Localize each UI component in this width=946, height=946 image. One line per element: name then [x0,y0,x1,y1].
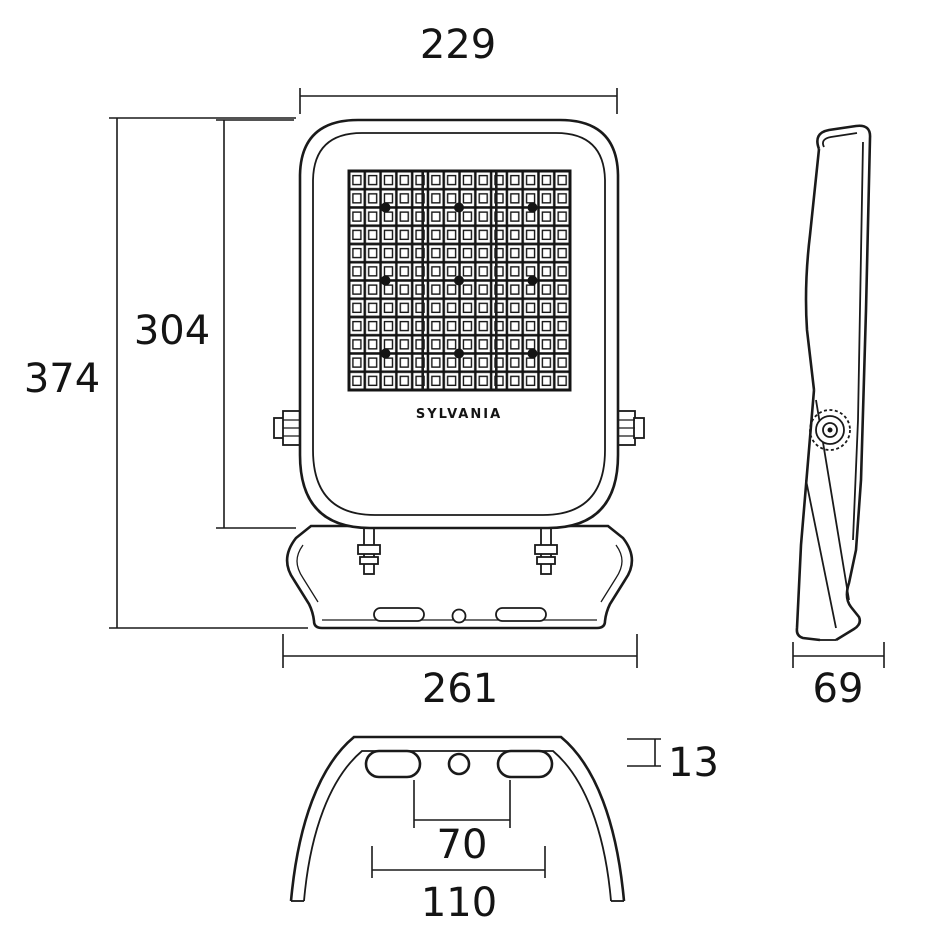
bottom-slot-left [364,749,422,779]
front-pivot-knobs [273,410,645,446]
dim-depth: 69 [792,642,885,712]
side-pivot-knob [809,409,851,451]
dim-slot-inner-spacing: 70 [413,780,511,868]
dim-slot-outer-spacing: 110 [371,846,546,926]
dim-body-height: 304 [134,119,296,529]
side-front-inner-line [852,141,864,541]
side-bracket-arm-2 [805,479,837,629]
front-bracket-slot-right [495,607,547,622]
brand-logo: SYLVANIA [416,407,502,422]
dim-base-width-label: 261 [422,666,498,712]
dim-base-width: 261 [282,634,638,712]
dim-overall-height-label: 374 [24,356,100,402]
dim-slot-outer-spacing-label: 110 [421,880,497,926]
side-pivot-serration [809,409,851,451]
dim-depth-label: 69 [813,666,864,712]
side-view [795,124,872,642]
pivot-knob-right-cap [633,417,645,439]
dim-front-width: 229 [299,22,618,114]
front-bracket-slot-left [373,607,425,622]
led-panel-screws [380,202,538,359]
front-body-inner-line [312,132,606,516]
led-panel [347,169,572,392]
side-pivot-hub [822,422,838,438]
side-bracket-edge [795,389,821,642]
dim-bracket-thickness-label: 13 [668,740,719,786]
front-bracket-center-hole [451,608,467,624]
front-bracket [285,524,634,630]
bolt-left-washer [359,556,379,565]
front-view: SYLVANIA [273,118,645,630]
dim-body-height-label: 304 [134,308,210,354]
front-bracket-inner-right [600,544,623,603]
dim-bracket-thickness: 13 [627,738,719,786]
side-body-outline [816,124,872,642]
bottom-view [289,735,626,902]
bottom-center-hole [447,752,471,776]
bolt-left-nut [357,544,381,555]
front-bracket-inner-left [296,544,319,603]
bottom-slot-right [496,749,554,779]
bottom-band-inner [303,750,612,902]
front-bolts [357,527,558,575]
dim-overall-height: 374 [24,117,308,629]
side-back-edge [804,148,821,391]
dim-slot-inner-spacing-label: 70 [437,822,488,868]
bolt-right-nut [534,544,558,555]
bottom-band-outer [289,735,626,902]
side-top-inner-line [822,132,858,148]
dim-front-width-label: 229 [420,22,496,68]
side-pivot-center [827,427,833,433]
bolt-right-washer [536,556,556,565]
